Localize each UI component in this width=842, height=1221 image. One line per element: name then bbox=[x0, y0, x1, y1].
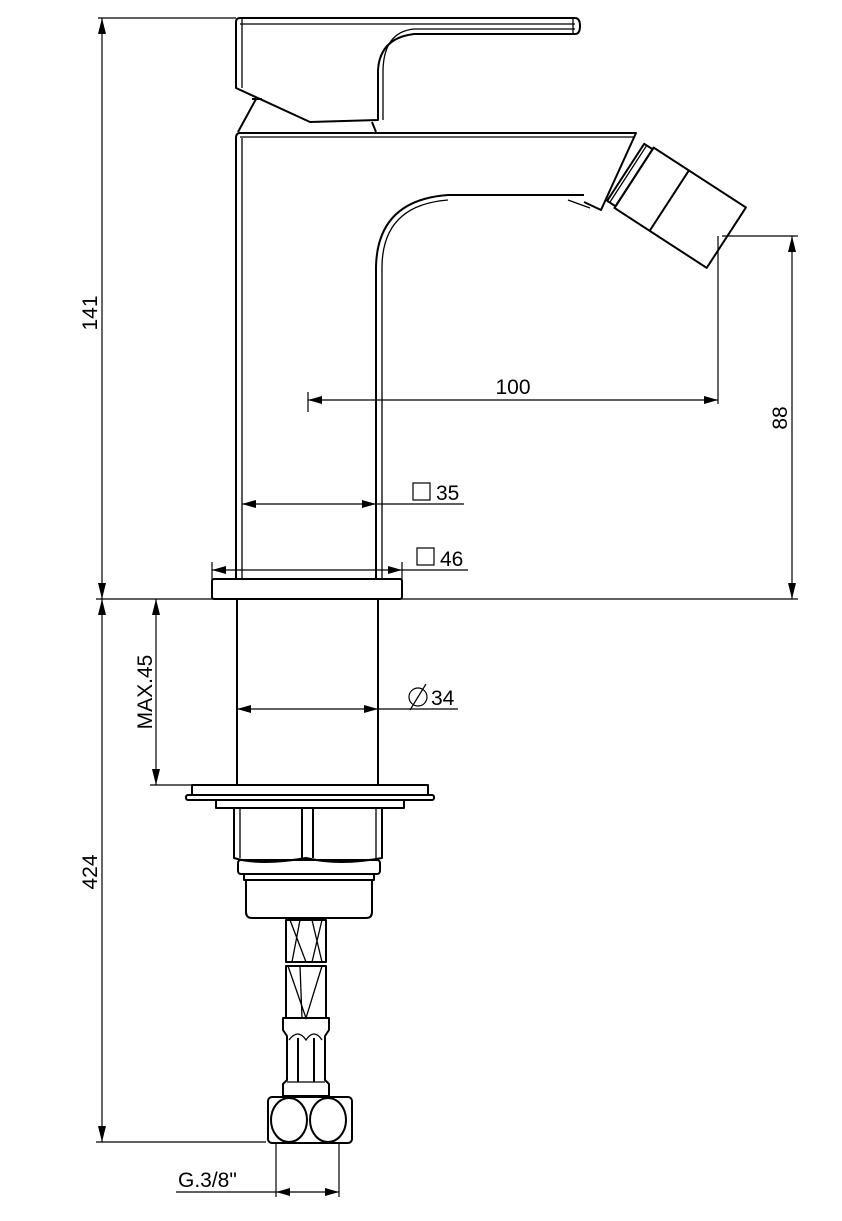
connector-nut bbox=[267, 1096, 353, 1144]
base-plate bbox=[211, 578, 403, 600]
dim-label-thread: G.3/8" bbox=[178, 1169, 237, 1192]
dim-label-34: 34 bbox=[431, 687, 455, 710]
dimension-max45: MAX.45 bbox=[134, 599, 192, 786]
dimension-thread: G.3/8" bbox=[176, 1144, 340, 1197]
dimension-88: 88 bbox=[722, 235, 798, 599]
dimension-diameter-34: 34 bbox=[237, 683, 458, 713]
square-symbol-icon bbox=[416, 547, 435, 566]
dimension-141: 141 bbox=[79, 17, 236, 599]
dimension-square-46: 46 bbox=[211, 547, 468, 580]
mixer-body bbox=[235, 132, 637, 578]
dimension-424: 424 bbox=[79, 599, 266, 1143]
dim-label-46: 46 bbox=[440, 548, 463, 571]
shank bbox=[236, 600, 379, 785]
dim-label-max45: MAX.45 bbox=[134, 655, 157, 730]
dim-label-141: 141 bbox=[79, 295, 102, 330]
dimension-100: 100 bbox=[307, 236, 719, 412]
dim-label-424: 424 bbox=[79, 854, 102, 889]
fixing-nut-assembly bbox=[185, 784, 435, 919]
aerator bbox=[606, 142, 747, 269]
dim-label-35: 35 bbox=[436, 482, 459, 505]
diameter-symbol-icon bbox=[408, 683, 428, 711]
dim-label-88: 88 bbox=[769, 406, 792, 429]
dim-label-100: 100 bbox=[495, 376, 530, 399]
dimension-square-35: 35 bbox=[242, 482, 464, 508]
lever-handle bbox=[235, 17, 581, 133]
square-symbol-icon bbox=[412, 482, 431, 501]
flexible-hose bbox=[282, 919, 330, 1097]
